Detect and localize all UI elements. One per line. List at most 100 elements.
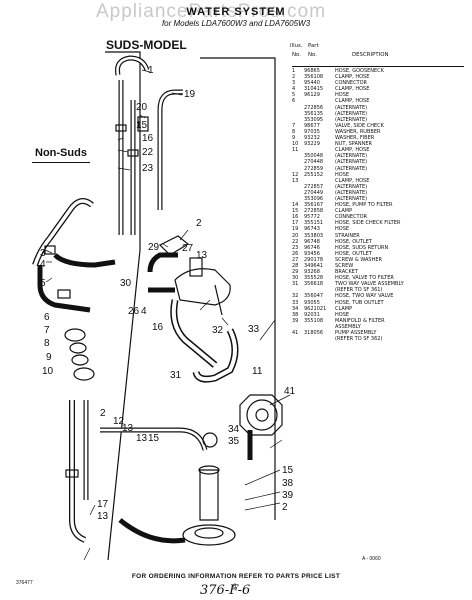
parts-row-description: SCREW & WASHER: [335, 256, 382, 263]
clamp-15: [127, 149, 139, 157]
pump-body: [246, 399, 278, 431]
parts-row: 4 310415 CLAMP, HOSE: [292, 86, 468, 92]
callout-33: 33: [248, 324, 260, 335]
parts-row-part-no: 350048: [304, 153, 324, 160]
parts-row-description: (ALTERNATE): [335, 110, 368, 117]
document-code: 376477: [16, 580, 33, 586]
parts-row-part-no: 93268: [304, 269, 320, 276]
parts-row-illus-no: 10: [292, 141, 299, 148]
parts-row: 356135(ALTERNATE): [292, 111, 468, 117]
ordering-info-footer: FOR ORDERING INFORMATION REFER TO PARTS …: [131, 573, 341, 580]
parts-row-description: (ALTERNATE): [335, 183, 368, 190]
parts-row-description: HOSE, TUB OUTLET: [335, 299, 384, 306]
parts-row: 270448(ALTERNATE): [292, 159, 468, 165]
parts-row-illus-no: 4: [292, 86, 296, 93]
parts-row: 8 97035 WASHER, RUBBER: [292, 129, 468, 135]
callout-15b: 15: [148, 433, 160, 444]
parts-row-part-no: 95772: [304, 214, 320, 221]
washer-fiber: [71, 354, 89, 366]
parts-row: 270449(ALTERNATE): [292, 190, 468, 196]
parts-row-description: TWO WAY VALVE ASSEMBLY: [335, 281, 404, 288]
parts-row-part-no: 93229: [304, 141, 320, 148]
parts-row-description: CLAMP, HOSE: [335, 86, 370, 93]
parts-row-illus-no: 22: [292, 238, 299, 245]
callout-8: 8: [44, 338, 50, 349]
parts-row-part-no: 272858: [304, 208, 324, 215]
parts-row-description: (ALTERNATE): [335, 195, 368, 202]
hose-14-inner: [100, 428, 207, 451]
parts-row-description: HOSE, GOOSENECK: [335, 68, 384, 74]
parts-row-illus-no: 19: [292, 226, 299, 233]
callout-22: 22: [142, 147, 154, 158]
parts-row-part-no: 97035: [304, 128, 320, 135]
parts-row-illus-no: 31: [292, 281, 299, 288]
hose-12-inner: [70, 400, 86, 542]
callout-13c: 13: [136, 433, 148, 444]
parts-row-illus-no: 17: [292, 220, 299, 227]
parts-row-description: CONNECTOR: [335, 214, 368, 221]
parts-row-description: HOSE: [335, 311, 350, 318]
parts-row-description: HOSE: [335, 226, 350, 233]
callout-7: 7: [44, 325, 50, 336]
parts-row-part-no: 310415: [304, 86, 324, 93]
callout-23: 23: [142, 163, 154, 174]
parts-row-description: WASHER, RUBBER: [335, 128, 381, 135]
parts-row: ASSEMBLY: [292, 324, 468, 330]
parts-row-illus-no: 12: [292, 171, 299, 178]
parts-row: 353096(ALTERNATE): [292, 196, 468, 202]
parts-row-illus-no: 8: [292, 128, 296, 135]
spanner-nut: [73, 367, 95, 381]
callout-11: 11: [252, 366, 263, 377]
parts-row-part-no: 93055: [304, 299, 320, 306]
parts-row-description: CONNECTOR: [335, 80, 368, 87]
parts-row-part-no: 356047: [304, 293, 324, 300]
header-description: DESCRIPTION: [352, 52, 389, 58]
parts-row-description: (ALTERNATE): [335, 159, 368, 166]
parts-row-description: (ALTERNATE): [335, 153, 368, 160]
parts-row-description: STRAINER: [335, 232, 360, 239]
parts-row-illus-no: 3: [292, 80, 296, 87]
non-suds-hose-1-inner: [33, 199, 94, 266]
gooseneck-hose-inner: [116, 56, 149, 76]
parts-row-part-no: 96746: [304, 244, 320, 251]
parts-row-part-no: 255152: [304, 171, 324, 178]
clamp-34: [202, 432, 218, 448]
parts-row-illus-no: 30: [292, 275, 299, 282]
callout-16a: 16: [142, 133, 154, 144]
parts-row-illus-no: 15: [292, 208, 299, 215]
parts-row-illus-no: 28: [292, 263, 299, 269]
pump-hub: [255, 408, 269, 422]
parts-row-illus-no: 41: [292, 330, 299, 337]
header-illus: Illus.: [290, 43, 303, 49]
section-label-non-suds: Non-Suds: [35, 147, 87, 159]
callout-1: 1: [148, 65, 154, 76]
parts-row-illus-no: 5: [292, 92, 296, 99]
callout-9: 9: [46, 352, 52, 363]
parts-row-part-no: 9621021: [304, 305, 327, 312]
callout-5: 5: [40, 278, 46, 289]
callout-19: 19: [184, 89, 196, 100]
callout-13a: 13: [196, 250, 208, 261]
filter-top: [198, 465, 220, 475]
drawing-code: A - 0060: [362, 556, 381, 562]
hose-lower-connector: [118, 518, 186, 544]
header-no-2: No.: [308, 52, 317, 58]
callout-4a: 4: [40, 259, 46, 270]
parts-row-illus-no: 34: [292, 305, 299, 312]
valve-port: [189, 257, 203, 277]
suds-boundary-line: [105, 51, 141, 561]
parts-row-description: CLAMP, HOSE: [335, 74, 370, 81]
parts-row-description: SCREW: [335, 263, 354, 269]
parts-row-part-no: 290178: [304, 256, 324, 263]
